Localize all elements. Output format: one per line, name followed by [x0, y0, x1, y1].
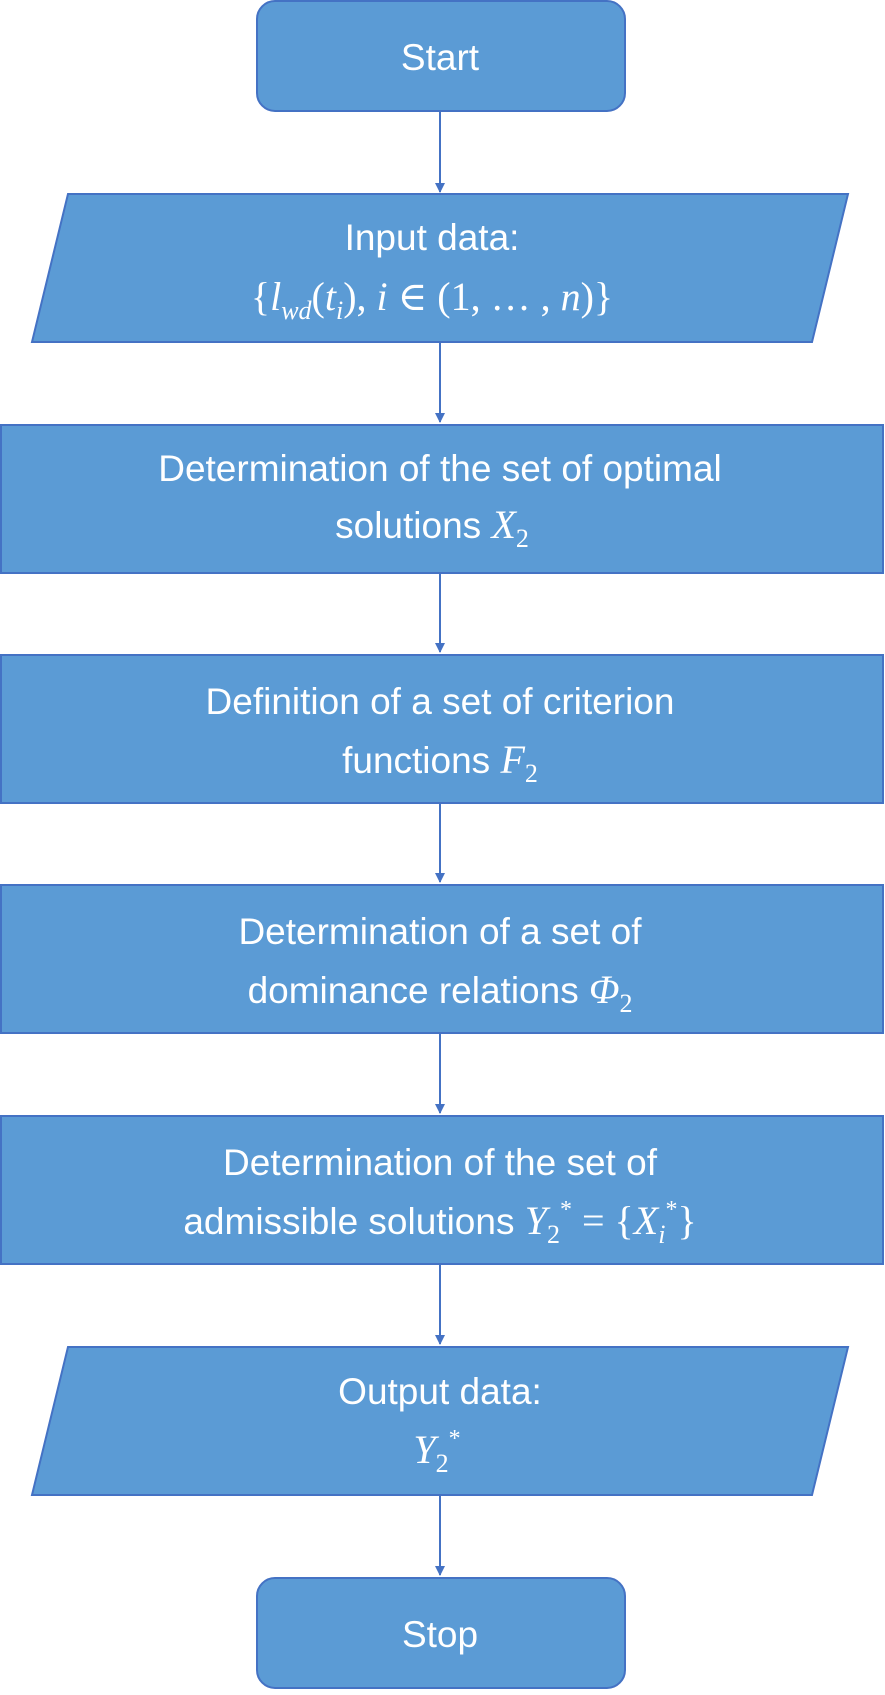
output-data-node: Output data: Y2*	[30, 1346, 850, 1496]
step3-line1: Determination of a set of	[238, 911, 642, 952]
step3-line2: dominance relations Φ2	[248, 967, 633, 1018]
input-formula: {lwd(ti), i ∈ (1, … , n)}	[251, 274, 613, 325]
process-step-dominance-relations: Determination of a set of dominance rela…	[0, 884, 884, 1034]
input-data-node: Input data: {lwd(ti), i ∈ (1, … , n)}	[30, 193, 850, 343]
start-terminator: Start	[256, 0, 626, 112]
step2-line1: Definition of a set of criterion	[206, 681, 675, 722]
process-step-admissible-solutions: Determination of the set of admissible s…	[0, 1115, 884, 1265]
step1-line1: Determination of the set of optimal	[158, 448, 722, 489]
start-label: Start	[401, 37, 480, 78]
output-label: Output data:	[338, 1371, 542, 1412]
step1-line2: solutions X2	[335, 502, 529, 553]
step3-shape	[0, 884, 884, 1034]
output-shape	[30, 1346, 850, 1496]
step4-line2: admissible solutions Y2* = {Xi*}	[183, 1197, 696, 1249]
step2-line2: functions F2	[342, 737, 538, 788]
step4-line1: Determination of the set of	[223, 1142, 658, 1183]
stop-label: Stop	[402, 1614, 478, 1655]
input-label: Input data:	[345, 217, 520, 258]
process-step-optimal-solutions: Determination of the set of optimal solu…	[0, 424, 884, 574]
stop-terminator: Stop	[256, 1577, 626, 1689]
process-step-criterion-functions: Definition of a set of criterion functio…	[0, 654, 884, 804]
output-formula: Y2*	[413, 1426, 460, 1478]
input-shape	[30, 193, 850, 343]
step4-shape	[0, 1115, 884, 1265]
step2-shape	[0, 654, 884, 804]
stop-shape	[256, 1577, 626, 1689]
start-shape	[256, 0, 626, 112]
step1-shape	[0, 424, 884, 574]
